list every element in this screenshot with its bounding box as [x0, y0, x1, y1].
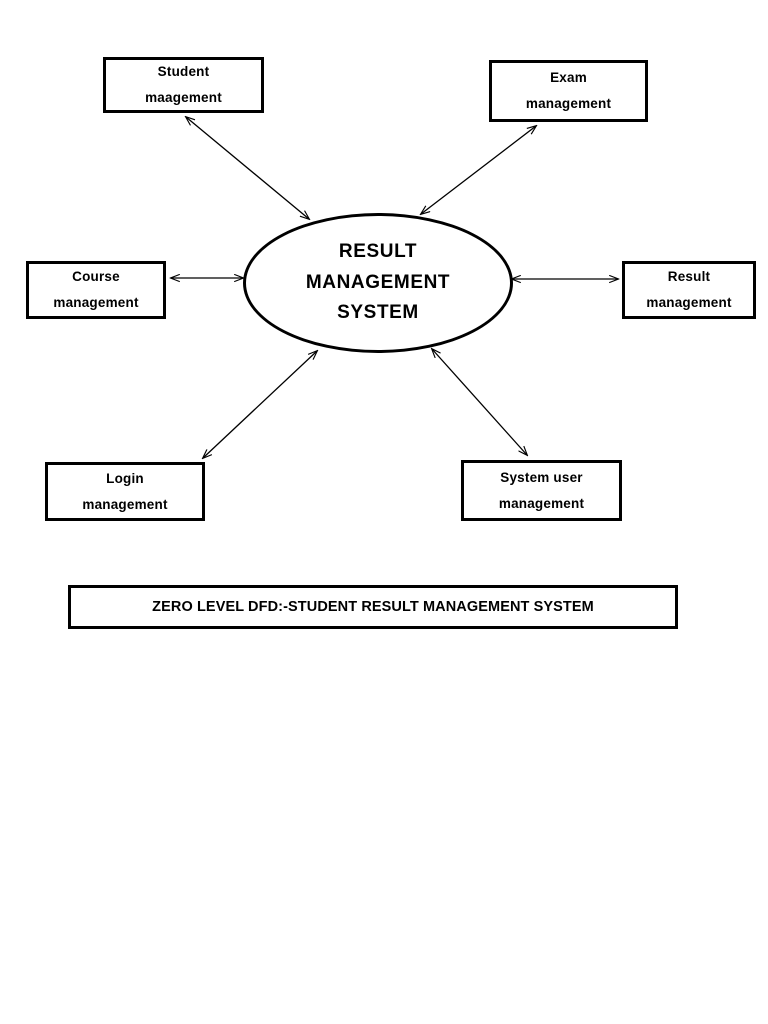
- entity-label-line-2: management: [498, 495, 585, 511]
- entity-label-line-1: Student: [157, 64, 210, 80]
- entity-login-management[interactable]: Login management: [45, 462, 205, 521]
- diagram-caption-box: ZERO LEVEL DFD:-STUDENT RESULT MANAGEMEN…: [68, 585, 678, 629]
- process-label-line-2: MANAGEMENT: [305, 271, 451, 293]
- entity-label-line-2: management: [525, 96, 612, 111]
- entity-label-line-1: Course: [72, 269, 120, 285]
- process-label-line-3: SYSTEM: [337, 302, 419, 324]
- process-label-line-1: RESULT: [338, 240, 418, 262]
- entity-result-management[interactable]: Result management: [622, 261, 756, 319]
- entity-label-line-1: System user: [500, 469, 583, 485]
- flow-login-arrow: [203, 351, 317, 458]
- entity-student-management[interactable]: Student maagement: [103, 57, 264, 113]
- entity-label-line-1: Result: [667, 269, 711, 285]
- entity-system-user-management[interactable]: System user management: [461, 460, 622, 521]
- flow-student-arrow: [186, 117, 309, 219]
- entity-label-line-2: management: [53, 295, 139, 310]
- flow-exam-arrow: [421, 126, 536, 214]
- entity-label-line-2: management: [82, 496, 168, 512]
- process-result-management-system[interactable]: RESULT MANAGEMENT SYSTEM: [243, 213, 513, 353]
- diagram-caption-text: ZERO LEVEL DFD:-STUDENT RESULT MANAGEMEN…: [152, 599, 594, 615]
- entity-course-management[interactable]: Course management: [26, 261, 166, 319]
- flow-system-user-arrow: [432, 349, 527, 455]
- entity-label-line-1: Login: [106, 470, 144, 486]
- entity-label-line-2: management: [646, 295, 732, 310]
- entity-label-line-1: Exam: [550, 70, 587, 86]
- entity-exam-management[interactable]: Exam management: [489, 60, 648, 122]
- entity-label-line-2: maagement: [145, 90, 222, 105]
